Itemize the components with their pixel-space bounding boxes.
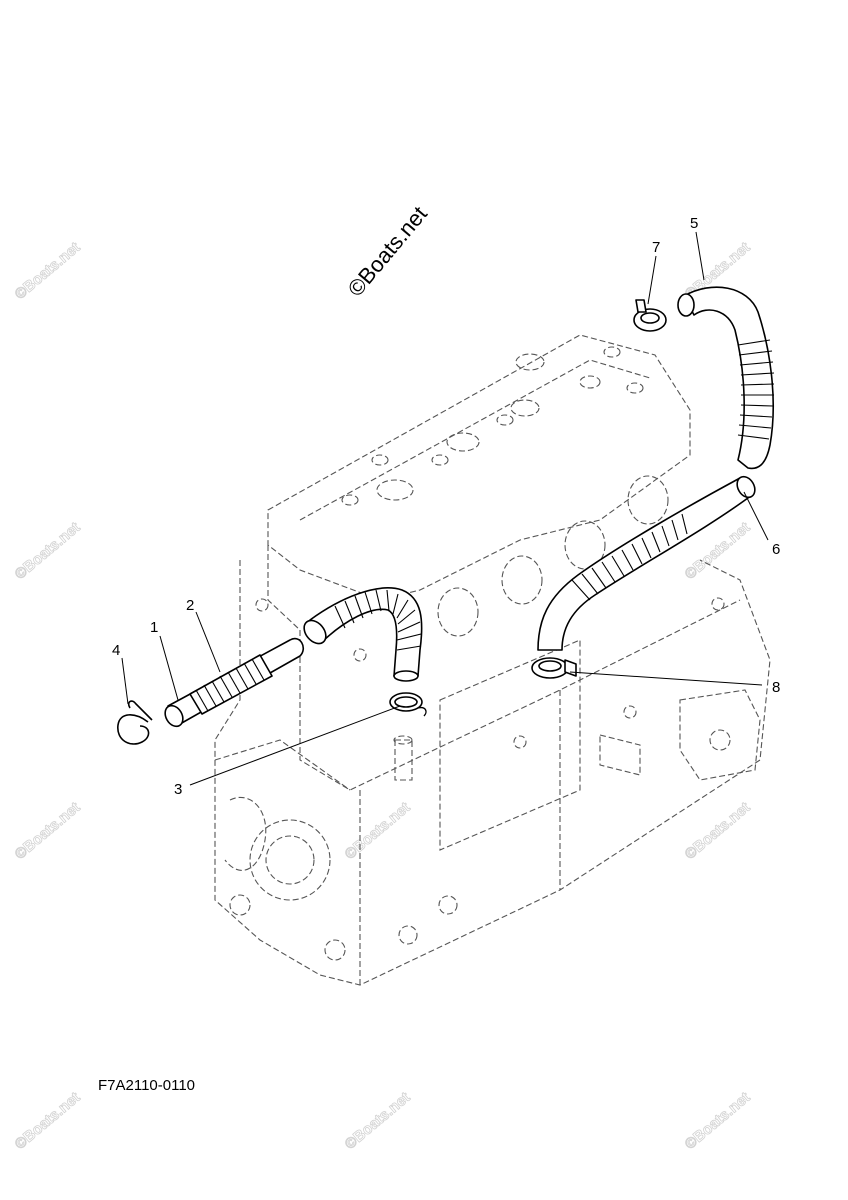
hose-part1 [164, 637, 305, 728]
callout-5: 5 [690, 215, 698, 232]
wire-clip-part4 [117, 700, 153, 745]
callout-3: 3 [174, 781, 182, 798]
hose-clamp-part7 [633, 299, 667, 332]
leader-lines [121, 231, 769, 786]
watermark: ©Boats.net [12, 799, 84, 863]
watermark: ©Boats.net [682, 1089, 754, 1153]
hose-lower-part6 [537, 475, 756, 651]
callout-8: 8 [772, 679, 780, 696]
hose-clamp-part8 [531, 657, 577, 679]
callout-6: 6 [772, 541, 780, 558]
callout-7: 7 [652, 239, 660, 256]
callout-2: 2 [186, 597, 194, 614]
o-ring-part3 [389, 692, 427, 717]
callout-4: 4 [112, 642, 120, 659]
watermark: ©Boats.net [342, 799, 414, 863]
engine-block-outline [214, 334, 771, 986]
watermark: ©Boats.net [12, 1089, 84, 1153]
watermark: ©Boats.net [682, 799, 754, 863]
callouts: 1 2 3 4 5 6 7 8 [112, 215, 780, 798]
watermark: ©Boats.net [342, 1089, 414, 1153]
watermark: ©Boats.net [12, 519, 84, 583]
hose-bellows-part2 [303, 587, 423, 682]
watermark-main: ©Boats.net [343, 202, 432, 302]
diagram-code: F7A2110-0110 [98, 1077, 195, 1094]
watermark: ©Boats.net [12, 239, 84, 303]
callout-1: 1 [150, 619, 158, 636]
hose-upper-part5 [677, 286, 775, 470]
